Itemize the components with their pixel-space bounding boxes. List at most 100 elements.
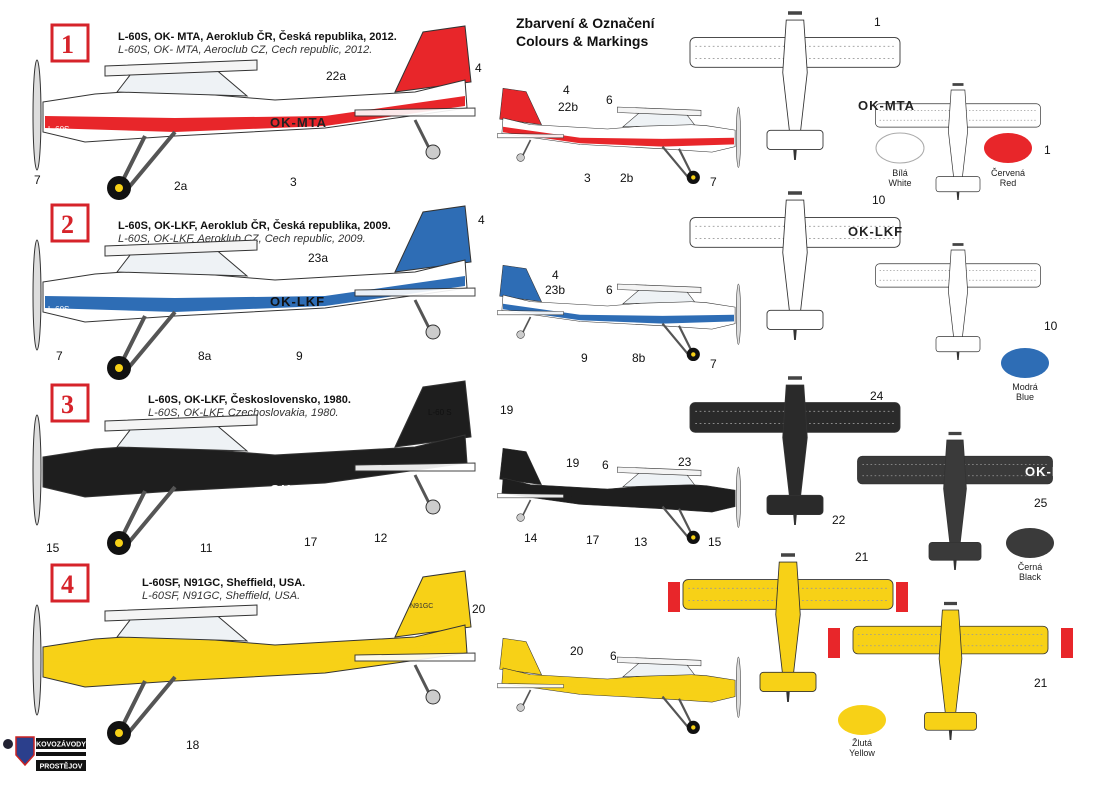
- callout: 10: [1044, 319, 1058, 333]
- callout: 13: [634, 535, 648, 549]
- callout: 22b: [558, 100, 578, 114]
- scheme-2: 2 L-60S, OK-LKF, Aeroklub ČR, Česká repu…: [31, 190, 1058, 382]
- scheme-subtitle: L-60S, OK-LKF, Aeroklub CZ, Cech republi…: [118, 233, 366, 245]
- callout: 7: [710, 357, 717, 371]
- callout: 22: [832, 513, 846, 527]
- callout: 23b: [545, 283, 565, 297]
- nose-code: L-60S: [48, 305, 69, 314]
- scheme-title: L-60S, OK-LKF, Aeroklub ČR, Česká republ…: [118, 219, 391, 232]
- svg-text:Černá: Černá: [1018, 562, 1043, 572]
- svg-text:Blue: Blue: [1016, 392, 1034, 402]
- wingtip-red: [668, 582, 680, 612]
- callout: 19: [500, 403, 514, 417]
- svg-text:Yellow: Yellow: [849, 748, 875, 758]
- wing-registration: OK-MTA: [858, 98, 915, 113]
- callout: 7: [34, 173, 41, 187]
- scheme-number-badge: [50, 383, 90, 423]
- callout: 22a: [326, 69, 346, 83]
- scheme-number: 4: [61, 570, 74, 599]
- callout: 6: [606, 283, 613, 297]
- callout: 6: [602, 458, 609, 472]
- callout: 2b: [620, 171, 634, 185]
- tail-registration: N91GC: [410, 603, 433, 610]
- colour-swatch-yellow: Žlutá Yellow: [838, 705, 886, 758]
- callout: 7: [56, 349, 63, 363]
- callout: 20: [570, 644, 584, 658]
- callout: 4: [563, 83, 570, 97]
- callout: 3: [290, 175, 297, 189]
- wing-registration: OK-LKH: [1025, 464, 1082, 479]
- logo-line-1: KOVOZÁVODY: [36, 740, 86, 749]
- scheme-number: 2: [61, 210, 74, 239]
- callout: 1: [1044, 143, 1051, 157]
- callout: 18: [186, 738, 200, 752]
- callout: 17: [586, 533, 600, 547]
- callout: 17: [304, 535, 318, 549]
- scheme-title: L-60S, OK-LKF, Československo, 1980.: [148, 393, 351, 406]
- scheme-subtitle: L-60S, OK- MTA, Aeroclub CZ, Cech republ…: [118, 44, 372, 56]
- callout: 21: [855, 550, 869, 564]
- callout: 20: [472, 602, 486, 616]
- scheme-number-badge: [50, 563, 90, 603]
- wingtip-red: [828, 628, 840, 658]
- callout: 19: [566, 456, 580, 470]
- heading-cz: Zbarvení & Označení: [516, 15, 656, 31]
- svg-text:Black: Black: [1019, 572, 1042, 582]
- callout: 2a: [174, 179, 188, 193]
- scheme-4: 4 L-60SF, N91GC, Sheffield, USA. L-60SF,…: [31, 550, 1073, 752]
- heading-en: Colours & Markings: [516, 33, 648, 49]
- callout: 14: [524, 531, 538, 545]
- callout: 8b: [632, 351, 646, 365]
- callout: 7: [710, 175, 717, 189]
- callout: 12: [374, 531, 388, 545]
- scheme-subtitle: L-60S, OK-LKF, Czechoslovakia, 1980.: [148, 407, 339, 419]
- kovozavody-logo: KOVOZÁVODY PROSTĚJOV: [3, 736, 86, 771]
- callout: 9: [296, 349, 303, 363]
- callout: 1: [874, 15, 881, 29]
- wingtip-red: [896, 582, 908, 612]
- callout: 23: [678, 455, 692, 469]
- svg-text:White: White: [888, 178, 911, 188]
- scheme-number-badge: [50, 23, 90, 63]
- svg-text:Bílá: Bílá: [892, 168, 908, 178]
- colour-swatch-blue: Modrá Blue: [1001, 348, 1049, 402]
- logo-line-2: PROSTĚJOV: [40, 762, 83, 771]
- registration: OK-LKH: [270, 482, 327, 497]
- svg-text:Red: Red: [1000, 178, 1017, 188]
- callout: 6: [606, 93, 613, 107]
- callout: 15: [46, 541, 60, 555]
- wingtip-red: [1061, 628, 1073, 658]
- svg-text:Modrá: Modrá: [1012, 382, 1038, 392]
- callout: 10: [872, 193, 886, 207]
- side-view-aircraft-small: [496, 447, 742, 546]
- scheme-subtitle: L-60SF, N91GC, Sheffield, USA.: [142, 590, 300, 602]
- registration: OK-LKF: [270, 294, 325, 309]
- side-view-aircraft-small: [496, 637, 742, 736]
- callout: 24: [870, 389, 884, 403]
- side-view-aircraft-small: [496, 264, 742, 363]
- callout: 21: [1034, 676, 1048, 690]
- side-view-aircraft-small: [496, 87, 742, 186]
- callout: 15: [708, 535, 722, 549]
- svg-text:Červená: Červená: [991, 168, 1025, 178]
- callout: 4: [475, 61, 482, 75]
- wing-registration: OK-LKF: [848, 224, 903, 239]
- callout: 6: [610, 649, 617, 663]
- callout: 9: [581, 351, 588, 365]
- scheme-title: L-60SF, N91GC, Sheffield, USA.: [142, 577, 305, 589]
- colour-swatch-black: Černá Black: [1006, 528, 1054, 582]
- bottom-view-aircraft: [875, 242, 1041, 361]
- colour-swatch-white: Bílá White: [875, 132, 925, 188]
- colour-swatch-red: Červená Red: [984, 133, 1032, 188]
- scheme-number: 1: [61, 30, 74, 59]
- callout: 11: [200, 541, 213, 555]
- callout: 25: [1034, 496, 1048, 510]
- scheme-number: 3: [61, 390, 74, 419]
- svg-text:Žlutá: Žlutá: [852, 738, 872, 748]
- callout: 4: [478, 213, 485, 227]
- scheme-number-badge: [50, 203, 90, 243]
- callout: 23a: [308, 251, 328, 265]
- tail-code: L-60 S: [428, 408, 452, 417]
- callout: 3: [584, 171, 591, 185]
